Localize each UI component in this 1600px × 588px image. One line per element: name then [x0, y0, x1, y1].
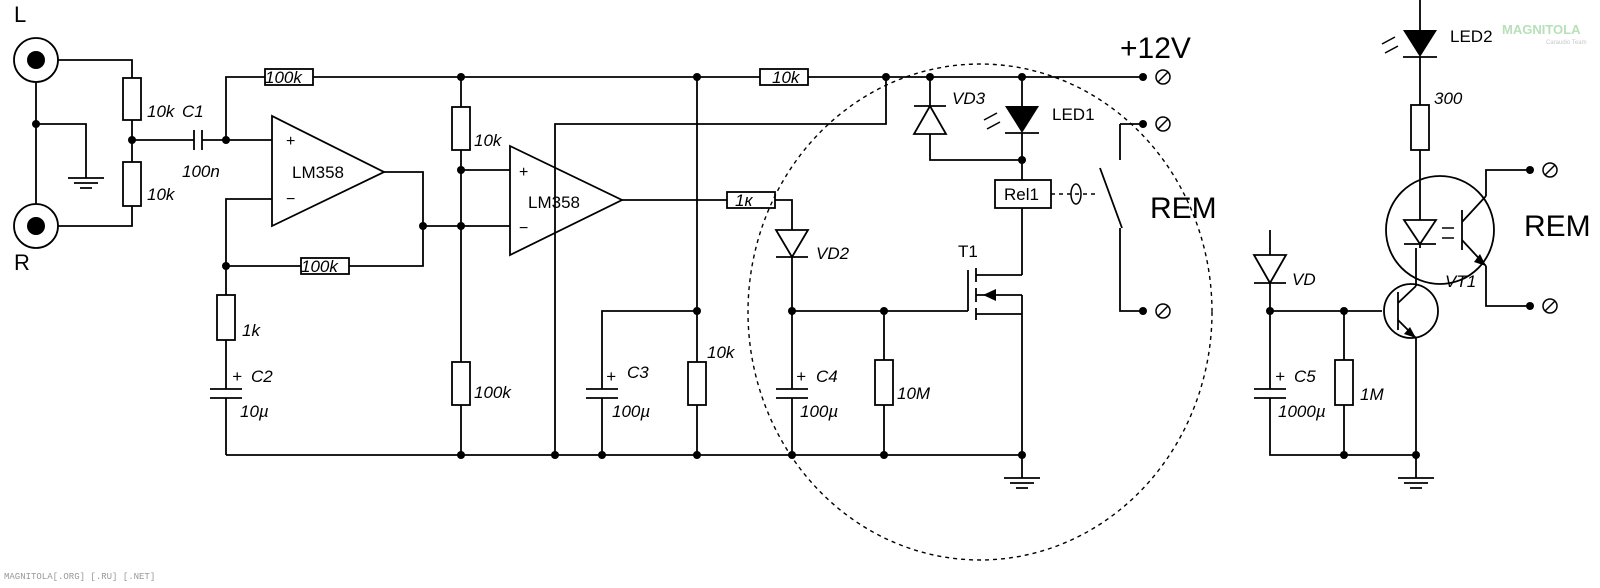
c2-name: C2: [251, 367, 273, 386]
resistor-r-in-top: [122, 77, 142, 121]
r-in-top-value: 10k: [147, 102, 176, 121]
resistor-r-c5: [1334, 359, 1354, 406]
vd3-label: VD3: [952, 89, 986, 108]
r-fb-top-value: 100k: [265, 68, 303, 87]
c3-name: C3: [627, 363, 649, 382]
c1-value: 100n: [182, 162, 220, 181]
opamp-2: + − LM358: [509, 144, 625, 257]
resistor-r-in-bottom: [122, 161, 142, 207]
highlight-circle: [747, 63, 1213, 561]
c1-name: C1: [182, 102, 204, 121]
svg-text:MAGNITOLA: MAGNITOLA: [1502, 22, 1581, 37]
footer-domains: MAGNITOLA[.ORG] [.RU] [.NET]: [4, 572, 156, 582]
resistor-r-div-bottom: [451, 361, 471, 406]
r-led2-value: 300: [1434, 89, 1463, 108]
diode-vd2: [774, 229, 810, 311]
c2-value: 10µ: [240, 402, 269, 421]
mosfet-t1: [967, 268, 1022, 320]
resistor-r-gate: [874, 359, 894, 406]
svg-text:Caraudio Team: Caraudio Team: [1546, 40, 1587, 46]
relay-label: Rel1: [1004, 185, 1039, 204]
r-div-bottom-value: 100k: [474, 383, 512, 402]
resistor-r-out: [726, 191, 776, 209]
resistor-r-div-top: [451, 106, 471, 151]
resistor-r-c3: [687, 361, 707, 406]
opamp-1: + − LM358: [271, 114, 387, 228]
c5-name: C5: [1294, 367, 1316, 386]
left-input-label: L: [14, 2, 26, 27]
r-gate-value: 10M: [897, 384, 931, 403]
t1-label: T1: [958, 242, 978, 261]
svg-text:+: +: [796, 367, 806, 386]
svg-text:+: +: [232, 367, 242, 386]
led1: [1005, 106, 1039, 160]
bipolar-transistor: [1383, 283, 1439, 339]
diode-vd3: [912, 77, 1022, 161]
vt1-label: VT1: [1445, 272, 1476, 291]
r-c5-value: 1M: [1360, 385, 1384, 404]
svg-text:−: −: [286, 191, 295, 208]
svg-text:−: −: [519, 220, 528, 237]
resistor-r-fb-top: [264, 68, 314, 86]
vd-label: VD: [1292, 270, 1316, 289]
resistor-r-led2: [1410, 104, 1430, 151]
right-input-jack: [13, 203, 59, 249]
r-out-value: 1к: [735, 191, 753, 210]
resistor-r-gain: [216, 294, 236, 341]
r-gain-value: 1k: [242, 321, 261, 340]
rem-label-2: REM: [1524, 210, 1591, 243]
svg-text:+: +: [519, 164, 528, 181]
resistor-r-supply: [759, 68, 809, 86]
r-supply-value: 10k: [772, 68, 801, 87]
r-in-bottom-value: 10k: [147, 185, 176, 204]
r-fb-bottom-value: 100k: [301, 257, 339, 276]
resistor-r-fb-bottom: [300, 257, 350, 275]
svg-text:+: +: [1275, 367, 1285, 386]
r-c3-value: 10k: [707, 343, 736, 362]
svg-text:+: +: [606, 367, 616, 386]
opamp-2-label: LM358: [528, 193, 580, 212]
optocoupler-vt1: [1385, 150, 1495, 285]
rem-label-1: REM: [1150, 192, 1217, 225]
c4-value: 100µ: [800, 402, 838, 421]
r-div-top-value: 10k: [474, 131, 503, 150]
diode-vd: [1252, 254, 1288, 311]
led1-label: LED1: [1052, 105, 1095, 124]
left-input-jack: [13, 37, 59, 83]
power-label: +12V: [1120, 32, 1191, 65]
svg-text:+: +: [286, 133, 295, 150]
vd2-label: VD2: [816, 244, 850, 263]
c3-value: 100µ: [612, 402, 650, 421]
right-input-label: R: [14, 250, 30, 275]
led2-label: LED2: [1450, 27, 1493, 46]
opamp-1-label: LM358: [292, 163, 344, 182]
brand-watermark: MAGNITOLA Caraudio Team: [1502, 22, 1587, 46]
led2: [1403, 30, 1437, 105]
c4-name: C4: [816, 367, 838, 386]
c5-value: 1000µ: [1278, 402, 1326, 421]
